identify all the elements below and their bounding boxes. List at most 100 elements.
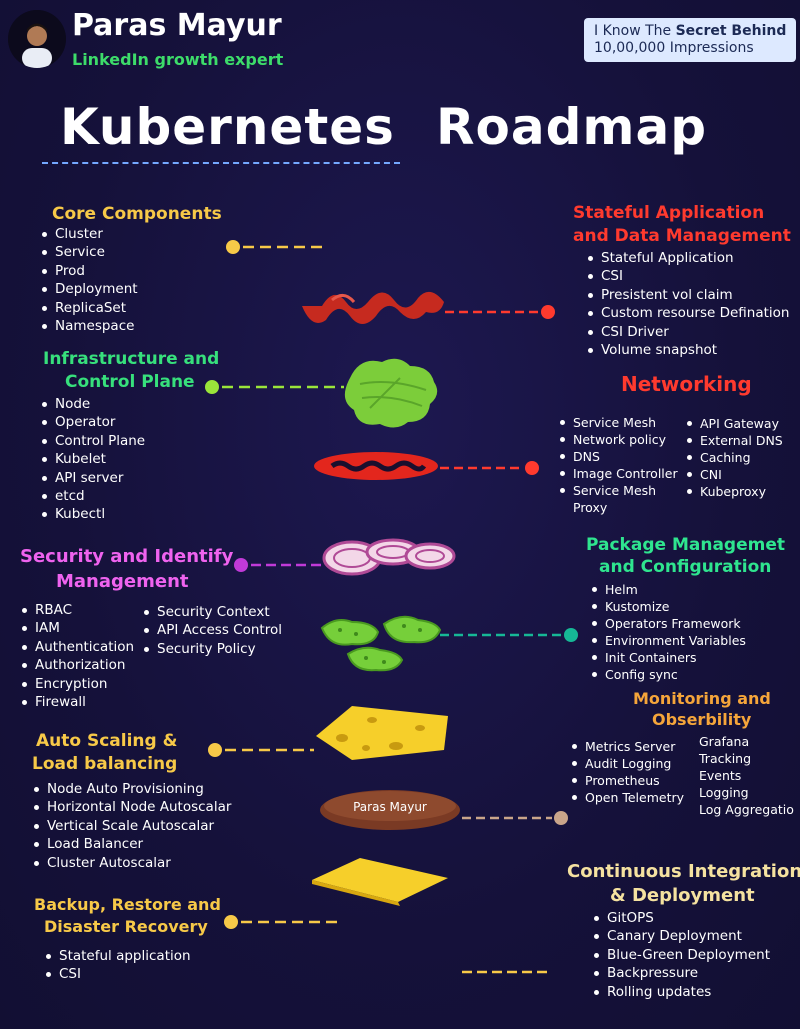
stateful-list: Stateful Application CSI Presistent vol … <box>586 249 790 359</box>
list-item: Operators Framework <box>590 615 746 632</box>
connector-infra <box>205 380 344 394</box>
avatar <box>8 10 66 68</box>
pickle-icon <box>320 615 442 672</box>
patty-icon <box>320 790 460 830</box>
list-item: CSI <box>44 965 191 983</box>
list-item: Prod <box>40 262 138 280</box>
networking-list-col2: API Gateway External DNS Caching CNI Kub… <box>685 415 783 500</box>
list-item: Network policy <box>558 431 678 448</box>
networking-list-col1: Service Mesh Network policy DNS Image Co… <box>558 414 678 499</box>
list-item: Kustomize <box>590 598 746 615</box>
connector-stateful <box>445 305 555 319</box>
list-item: API server <box>40 469 145 487</box>
list-item: Load Balancer <box>32 835 231 853</box>
package-list: Helm Kustomize Operators Framework Envir… <box>590 581 746 683</box>
list-item: API Access Control <box>142 621 282 639</box>
list-item: Security Context <box>142 603 282 621</box>
cheese-icon <box>316 706 448 760</box>
patty-label: Paras Mayur <box>353 800 427 814</box>
list-item: Node Auto Provisioning <box>32 780 231 798</box>
list-item: etcd <box>40 487 145 505</box>
monitoring-list-col1: Metrics Server Audit Logging Prometheus … <box>570 738 684 806</box>
infra-list: Node Operator Control Plane Kubelet API … <box>40 395 145 524</box>
list-item: GitOPS <box>592 909 770 927</box>
cicd-heading-line2: & Deployment <box>610 885 755 906</box>
bun-icon <box>312 858 448 906</box>
backup-heading-line2: Disaster Recovery <box>44 917 208 936</box>
list-item: Encryption <box>20 675 134 693</box>
list-item: Grafana <box>699 734 750 749</box>
list-item: Node <box>40 395 145 413</box>
list-item: Kubelet <box>40 450 145 468</box>
monitoring-heading-line2: Obserbility <box>652 710 752 729</box>
list-item: Service Mesh <box>558 482 678 499</box>
author-name: Paras Mayur <box>72 8 282 43</box>
list-item: Service Mesh <box>558 414 678 431</box>
list-item: Firewall <box>20 693 134 711</box>
backup-heading-line1: Backup, Restore and <box>34 895 221 914</box>
list-item: Init Containers <box>590 649 746 666</box>
security-list-col2: Security Context API Access Control Secu… <box>142 603 282 658</box>
stateful-heading-line1: Stateful Application <box>573 203 765 223</box>
autoscaling-heading-line1: Auto Scaling & <box>36 731 178 751</box>
list-item: Environment Variables <box>590 632 746 649</box>
list-item: Authentication <box>20 638 134 656</box>
infra-heading-line1: Infrastructure and <box>43 349 220 369</box>
badge-text-bold: Secret Behind <box>675 23 787 39</box>
list-item: Tracking <box>699 751 752 766</box>
onion-icon <box>322 538 456 576</box>
list-item: API Gateway <box>685 415 783 432</box>
list-item: Control Plane <box>40 432 145 450</box>
list-item: Kubectl <box>40 505 145 523</box>
list-item: DNS <box>558 448 678 465</box>
list-item: External DNS <box>685 432 783 449</box>
tomato-icon <box>314 452 438 480</box>
security-heading-line2: Management <box>56 571 189 592</box>
list-item: IAM <box>20 619 134 637</box>
impressions-badge: I Know The Secret Behind 10,00,000 Impre… <box>584 18 796 62</box>
list-item: Security Policy <box>142 640 282 658</box>
list-item: Authorization <box>20 656 134 674</box>
list-item: Cluster <box>40 225 138 243</box>
list-item: Custom resourse Defination <box>586 304 790 322</box>
list-item: Namespace <box>40 317 138 335</box>
list-item: CSI <box>586 267 790 285</box>
connector-core <box>226 240 322 254</box>
badge-text-line2: 10,00,000 Impressions <box>594 40 754 56</box>
cicd-list: GitOPS Canary Deployment Blue-Green Depl… <box>592 909 770 1001</box>
list-item: Canary Deployment <box>592 927 770 945</box>
list-item: ReplicaSet <box>40 299 138 317</box>
list-item: Open Telemetry <box>570 789 684 806</box>
security-heading-line1: Security and Identify <box>20 546 234 567</box>
page-title-word1: Kubernetes <box>60 98 395 156</box>
list-item: Config sync <box>590 666 746 683</box>
list-item: Logging <box>699 785 749 800</box>
autoscaling-list: Node Auto Provisioning Horizontal Node A… <box>32 780 231 872</box>
core-list: Cluster Service Prod Deployment ReplicaS… <box>40 225 138 335</box>
list-item: Cluster Autoscalar <box>32 854 231 872</box>
badge-text-plain: I Know The <box>594 23 676 39</box>
stateful-heading-line2: and Data Management <box>573 226 791 246</box>
networking-col1-continuation: Proxy <box>573 500 608 515</box>
author-tagline: LinkedIn growth expert <box>72 50 284 69</box>
cicd-heading-line1: Continuous Integration <box>567 861 800 882</box>
list-item: Stateful Application <box>586 249 790 267</box>
list-item: Events <box>699 768 742 783</box>
networking-heading: Networking <box>621 372 752 396</box>
security-list-col1: RBAC IAM Authentication Authorization En… <box>20 601 134 711</box>
list-item: Horizontal Node Autoscalar <box>32 798 231 816</box>
list-item: Operator <box>40 413 145 431</box>
list-item: Caching <box>685 449 783 466</box>
connector-networking <box>440 461 539 475</box>
list-item: RBAC <box>20 601 134 619</box>
list-item: Blue-Green Deployment <box>592 946 770 964</box>
list-item: Backpressure <box>592 964 770 982</box>
autoscaling-heading-line2: Load balancing <box>32 754 178 774</box>
list-item: Stateful application <box>44 947 191 965</box>
connector-security <box>234 558 322 572</box>
list-item: Log Aggregatio <box>699 802 794 817</box>
list-item: Image Controller <box>558 465 678 482</box>
list-item: Kubeproxy <box>685 483 783 500</box>
package-heading-line2: and Configuration <box>599 557 772 577</box>
